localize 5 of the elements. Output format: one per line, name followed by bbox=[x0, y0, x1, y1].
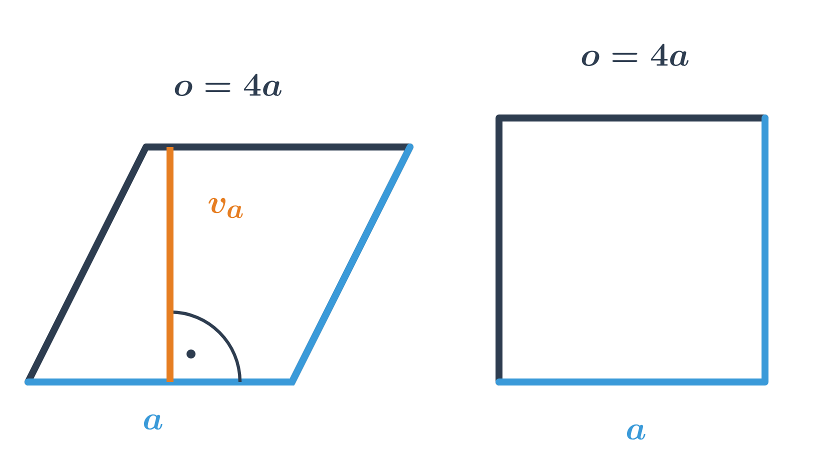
formula-label: $a$ bbox=[627, 424, 646, 440]
formula-label: $v_a$ bbox=[208, 198, 243, 218]
formula-label: $a$ bbox=[144, 414, 162, 430]
formula-label: $o = 4a$ bbox=[174, 74, 282, 96]
formula-label: $o = 4a$ bbox=[582, 44, 688, 66]
